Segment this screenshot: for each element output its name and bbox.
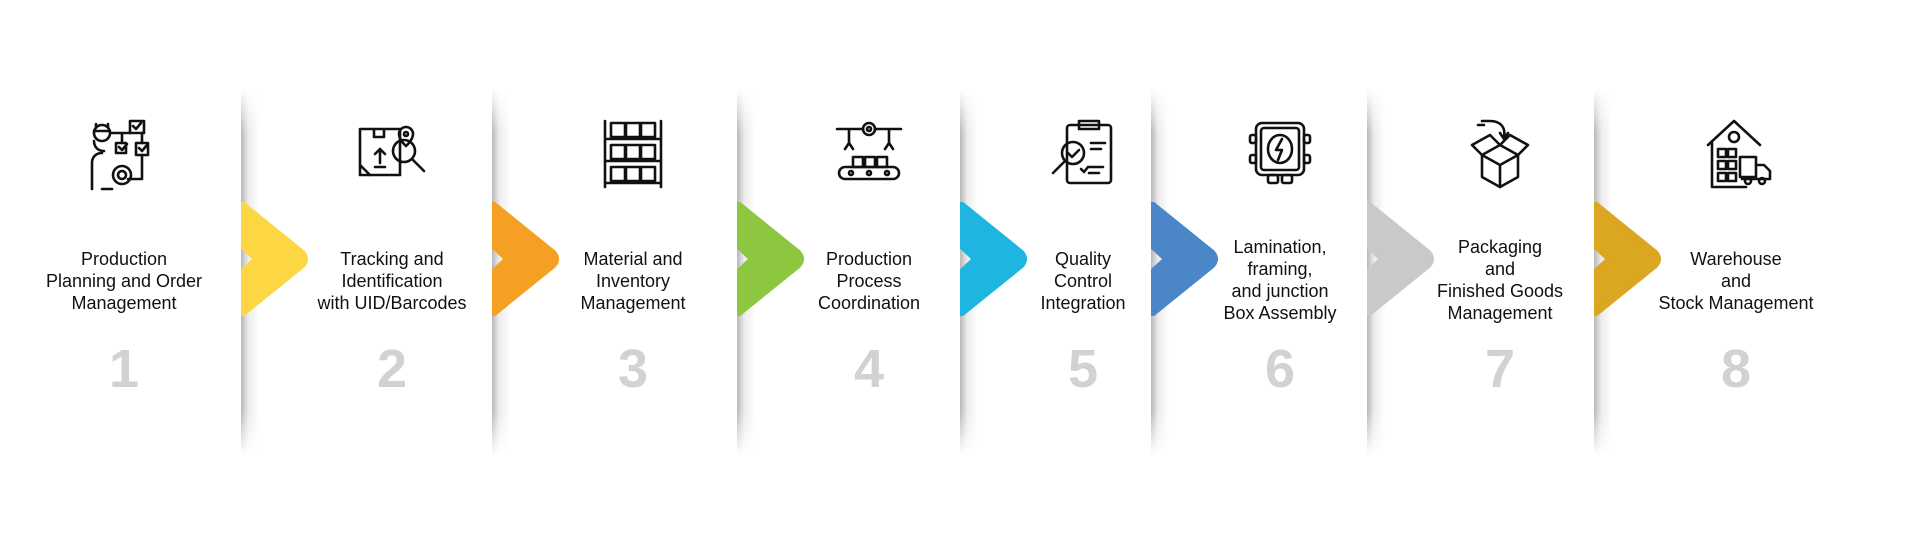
step-title-line: Planning and Order xyxy=(45,271,203,291)
junction-box-icon xyxy=(1248,121,1312,185)
step-title-line: Management xyxy=(580,293,686,313)
step-title-line: Coordination xyxy=(817,293,921,313)
step-title-line: and xyxy=(1484,259,1516,279)
chevron-arrow-icon xyxy=(1594,202,1661,316)
step-title-line: Management xyxy=(71,293,177,313)
step-title-line: Lamination, xyxy=(1233,237,1327,257)
step-title-line: and xyxy=(1720,271,1752,291)
step-title-line: and junction xyxy=(1231,281,1329,301)
chevron-arrow-icon xyxy=(1151,202,1218,316)
chevron-arrow-icon xyxy=(241,202,308,316)
step-number: 2 xyxy=(376,339,408,399)
step-title-line: Tracking and xyxy=(340,249,444,269)
step-title-line: with UID/Barcodes xyxy=(317,293,467,313)
step-number: 7 xyxy=(1484,339,1516,399)
step-title-line: Material and xyxy=(583,249,683,269)
step-title-line: Stock Management xyxy=(1658,293,1814,313)
conveyor-robot-icon xyxy=(835,121,903,181)
step-title-line: Packaging xyxy=(1457,237,1543,257)
step-title-line: Quality xyxy=(1054,249,1112,269)
chevron-arrow-icon xyxy=(492,202,559,316)
step-number: 6 xyxy=(1264,339,1296,399)
step-title-line: Control xyxy=(1053,271,1113,291)
open-box-icon xyxy=(1470,119,1530,189)
step-title-line: Production xyxy=(80,249,168,269)
clipboard-inspection-icon xyxy=(1051,119,1113,185)
step-number: 8 xyxy=(1720,339,1752,399)
step-title-line: Integration xyxy=(1040,293,1126,313)
step-number: 5 xyxy=(1067,339,1099,399)
chevron-arrow-icon xyxy=(960,202,1027,316)
chevron-arrow-icon xyxy=(737,202,804,316)
warehouse-truck-icon xyxy=(1706,119,1772,189)
package-location-search-icon xyxy=(358,125,426,177)
step-number: 1 xyxy=(108,339,140,399)
engineer-workflow-icon xyxy=(90,119,150,191)
step-title-line: Identification xyxy=(341,271,443,291)
step-title-line: Warehouse xyxy=(1690,249,1782,269)
step-title-line: Management xyxy=(1447,303,1553,323)
step-title-line: framing, xyxy=(1247,259,1313,279)
step-title-line: Production xyxy=(825,249,913,269)
step-title-line: Process xyxy=(836,271,902,291)
storage-shelves-icon xyxy=(603,119,663,189)
step-number: 4 xyxy=(853,339,885,399)
step-number: 3 xyxy=(617,339,649,399)
step-title-line: Inventory xyxy=(595,271,671,291)
step-title-line: Box Assembly xyxy=(1223,303,1337,323)
chevron-arrow-icon xyxy=(1367,202,1434,316)
step-title-line: Finished Goods xyxy=(1436,281,1564,301)
